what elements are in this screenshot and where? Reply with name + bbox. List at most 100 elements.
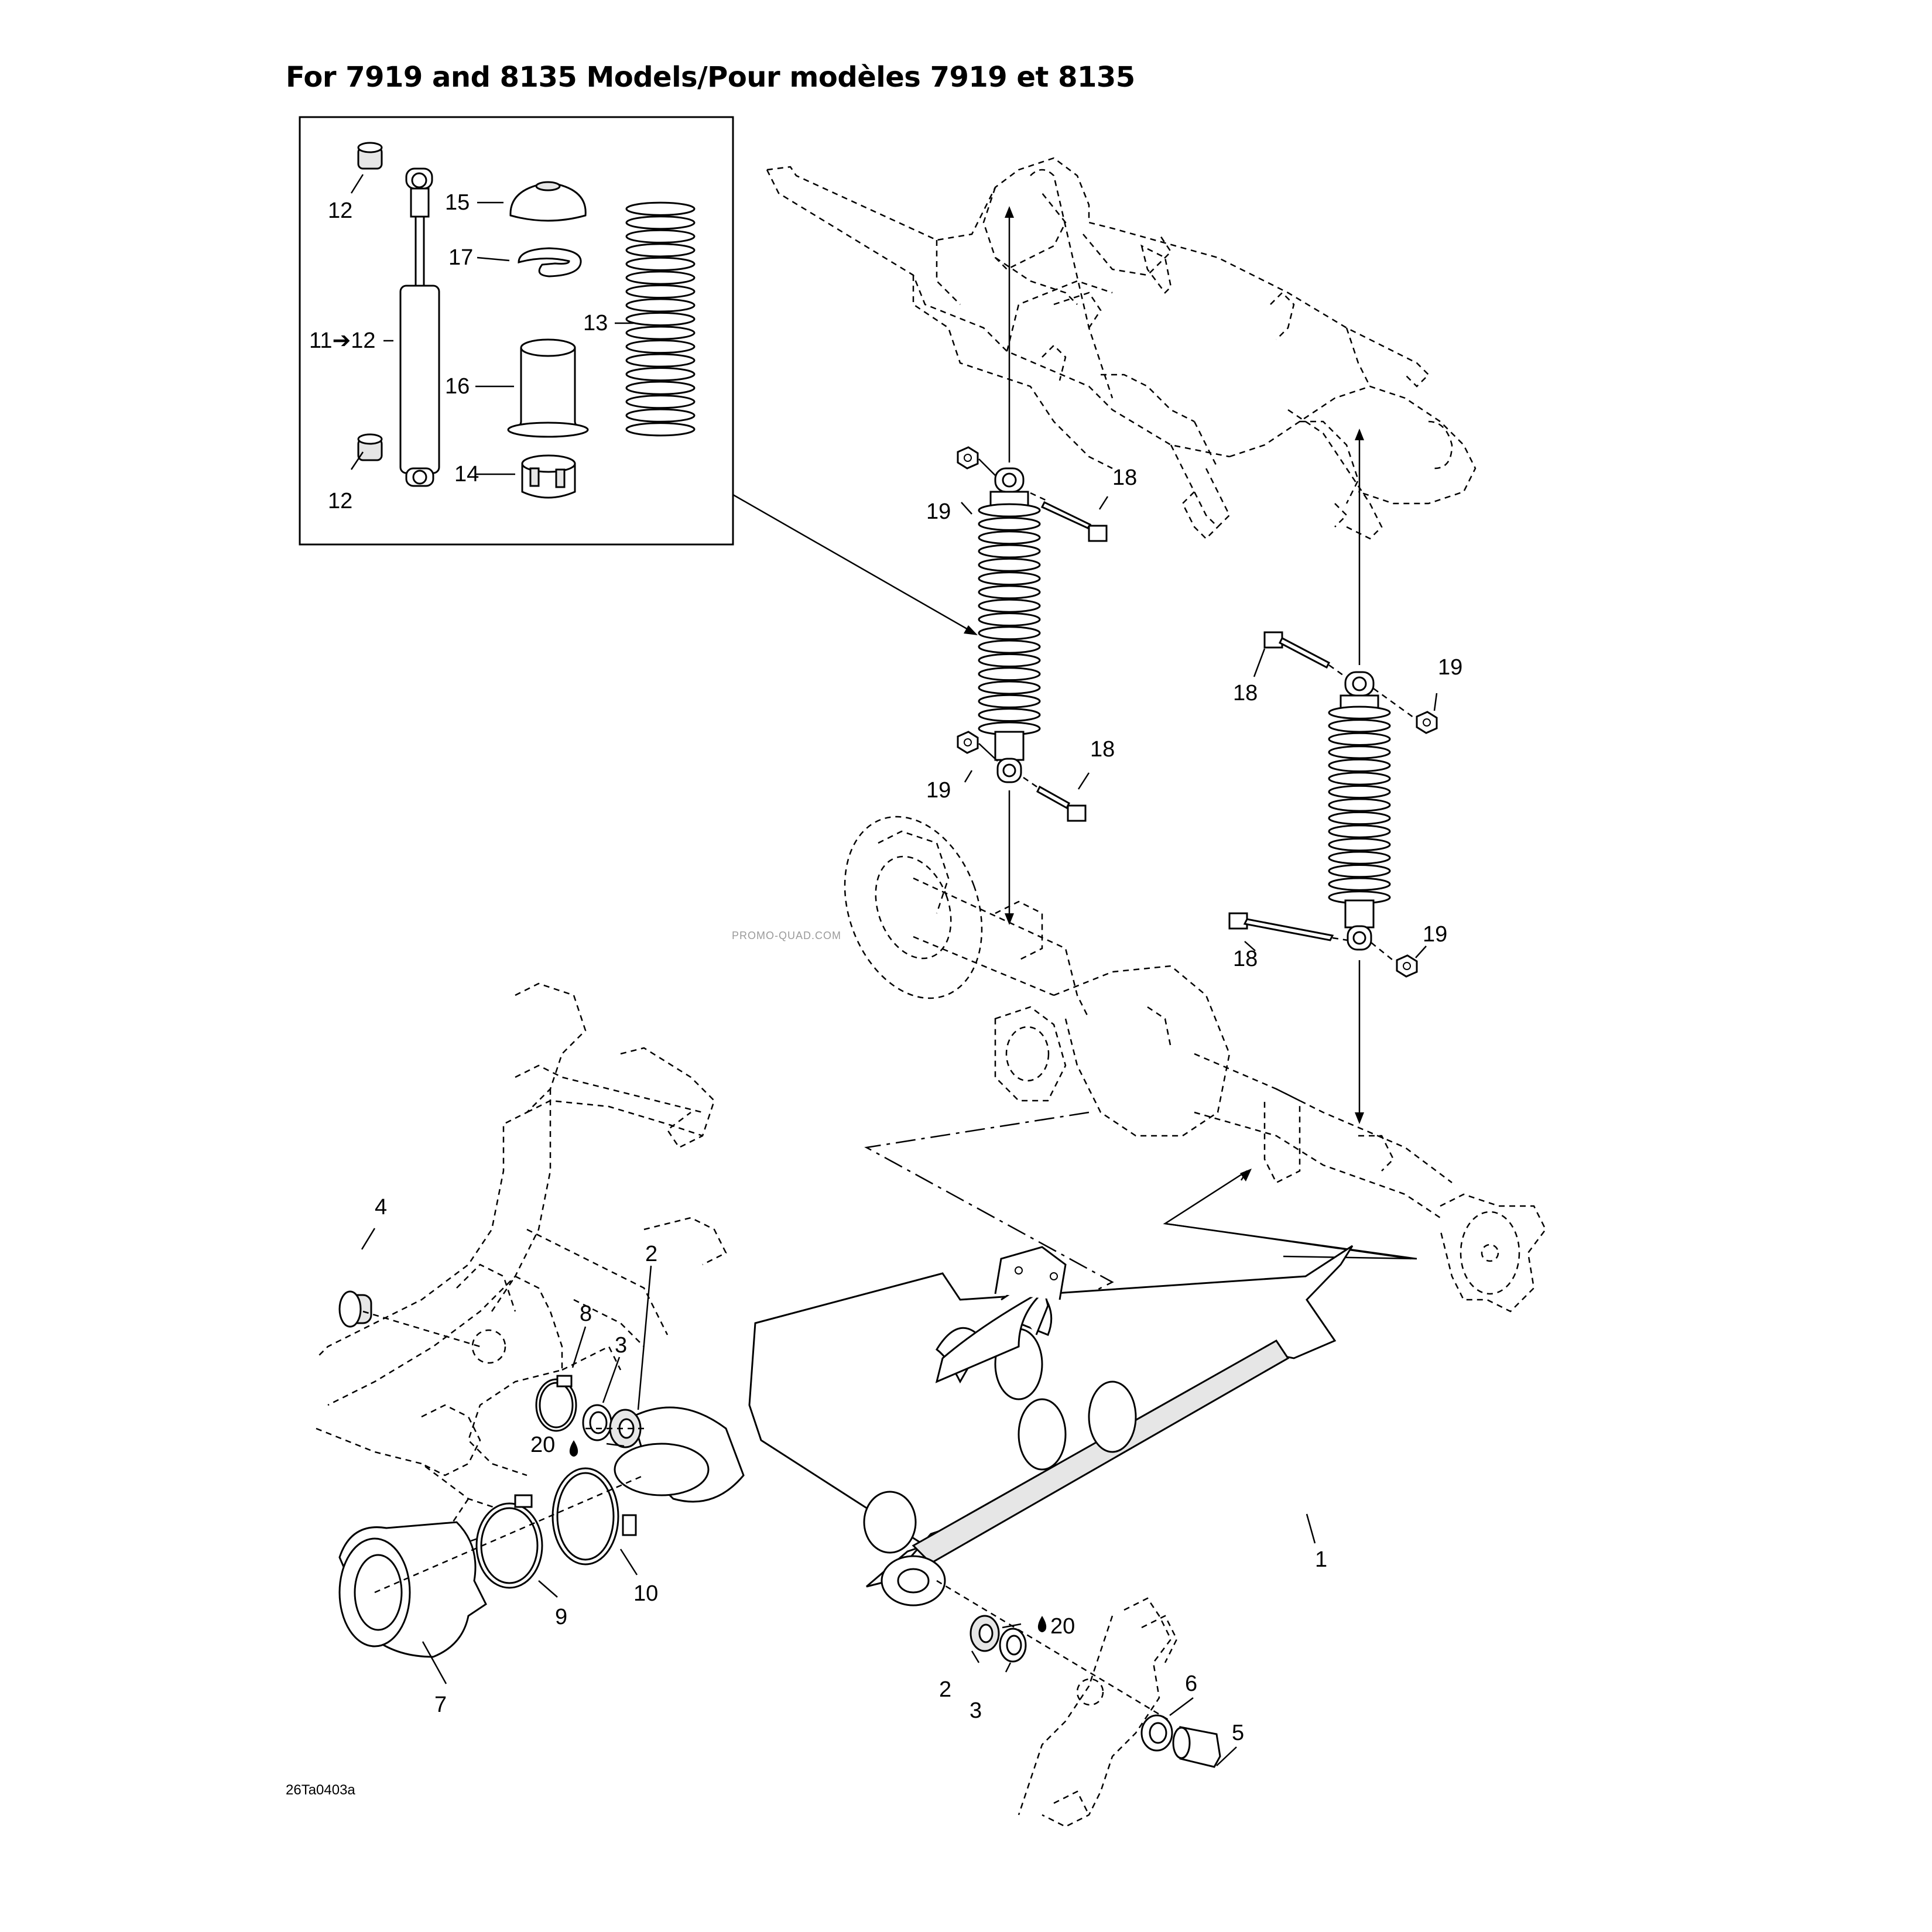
callout-2: 2: [645, 1242, 657, 1266]
reference-code: 26Ta0403a: [286, 1782, 355, 1798]
callout-3: 3: [970, 1698, 982, 1723]
spring-coil: [978, 680, 1041, 695]
callout-12: 12: [328, 198, 352, 223]
callout-20: 20: [530, 1433, 555, 1457]
callout-18: 18: [1112, 465, 1137, 490]
spring-coil: [978, 503, 1041, 518]
inset-box: [299, 116, 734, 546]
callouts: 12 15 17 11➔12 16 12 14 13 19 18 19 18 1…: [309, 190, 1462, 1745]
spring-coil: [978, 708, 1041, 722]
spring-coil: [978, 667, 1041, 681]
spring-sleeve: [507, 338, 589, 438]
spring-coil: [625, 353, 696, 368]
callout-12: 12: [328, 489, 352, 513]
spring-coil: [625, 201, 696, 216]
spring-coil: [978, 598, 1041, 613]
shock-absorber-inset: [399, 167, 440, 487]
spring-seat: [509, 181, 587, 222]
spring-coil: [1328, 811, 1391, 825]
callout-1: 1: [1315, 1547, 1327, 1572]
callout-16: 16: [445, 374, 470, 399]
spring-coil: [1328, 705, 1391, 720]
spring-coil: [978, 653, 1041, 667]
preload-adjuster: [521, 454, 576, 499]
callout-3: 3: [615, 1333, 627, 1358]
callout-19: 19: [926, 778, 951, 803]
callout-4: 4: [375, 1195, 387, 1220]
spring-coil: [1328, 785, 1391, 799]
callout-11: 11➔12: [309, 328, 376, 353]
spring-coil: [625, 256, 696, 271]
spring-coil: [1328, 719, 1391, 733]
shock-assembly-left: [978, 467, 1041, 783]
spring-coil: [1328, 837, 1391, 852]
spring-coil: [1328, 745, 1391, 759]
callout-19: 19: [926, 499, 951, 524]
callout-19: 19: [1438, 655, 1462, 680]
spring-coil: [978, 612, 1041, 626]
spring-coil: [625, 381, 696, 395]
spring-coil: [625, 270, 696, 285]
spring-coil: [625, 229, 696, 244]
mounting-arrows: [1005, 206, 1364, 1124]
shock-assembly-right: [1328, 671, 1391, 951]
spring-coil: [1328, 864, 1391, 878]
callout-18: 18: [1090, 737, 1115, 762]
spring-coil: [625, 367, 696, 382]
spring-coil: [625, 215, 696, 230]
spring-coil: [625, 326, 696, 340]
spring-coil: [1328, 772, 1391, 786]
callout-19: 19: [1423, 922, 1447, 947]
leader-lines: [361, 496, 1438, 1766]
grease-icon: [1037, 1616, 1047, 1632]
spring-coil: [1328, 851, 1391, 865]
callout-9: 9: [555, 1605, 567, 1629]
spring-coil: [625, 284, 696, 299]
rear-frame-upper: [766, 157, 1477, 540]
spring-coil: [978, 544, 1041, 559]
spring-coil: [625, 339, 696, 354]
grease-icon: [569, 1440, 578, 1457]
callout-18: 18: [1233, 947, 1258, 971]
spring-coil: [1328, 798, 1391, 812]
spring-coil: [625, 395, 696, 409]
callout-7: 7: [434, 1693, 447, 1717]
spring-coil: [625, 243, 696, 258]
diagram-title: For 7919 and 8135 Models/Pour modèles 79…: [286, 61, 1135, 94]
watermark: PROMO-QUAD.COM: [732, 930, 841, 941]
spring-coil: [978, 571, 1041, 586]
spring-clip: [518, 247, 582, 278]
rear-axle: [844, 816, 1547, 1313]
shock-hardware: [957, 446, 1438, 978]
swing-arm: [614, 1245, 1354, 1606]
boot-and-clamps: [338, 1290, 1221, 1768]
callout-15: 15: [445, 190, 470, 215]
spring-coil: [625, 422, 696, 437]
spring-coil: [625, 311, 696, 327]
swing-arm-flange: [994, 1246, 1067, 1300]
callout-2: 2: [939, 1677, 951, 1702]
spring-coil: [978, 694, 1041, 708]
spring-coil: [1328, 732, 1391, 746]
callout-6: 6: [1185, 1671, 1197, 1696]
spring-coil: [978, 626, 1041, 640]
callout-10: 10: [633, 1581, 658, 1606]
spring-coil: [978, 530, 1041, 545]
spring-coil: [625, 408, 696, 423]
spring-coil: [1328, 877, 1391, 891]
spring-coil: [978, 639, 1041, 654]
spring-coil: [1328, 824, 1391, 838]
spring-coil: [1328, 758, 1391, 773]
bushing-top: [357, 142, 383, 170]
spring-coil: [978, 585, 1041, 600]
callout-5: 5: [1232, 1721, 1244, 1745]
callout-18: 18: [1233, 681, 1258, 705]
callout-14: 14: [454, 462, 479, 487]
callout-17: 17: [448, 245, 473, 270]
spring-coil: [978, 516, 1041, 531]
callout-13: 13: [583, 311, 608, 335]
rear-frame-left: [316, 982, 727, 1547]
spring-coil: [625, 298, 696, 313]
coil-spring-inset: [625, 201, 696, 437]
